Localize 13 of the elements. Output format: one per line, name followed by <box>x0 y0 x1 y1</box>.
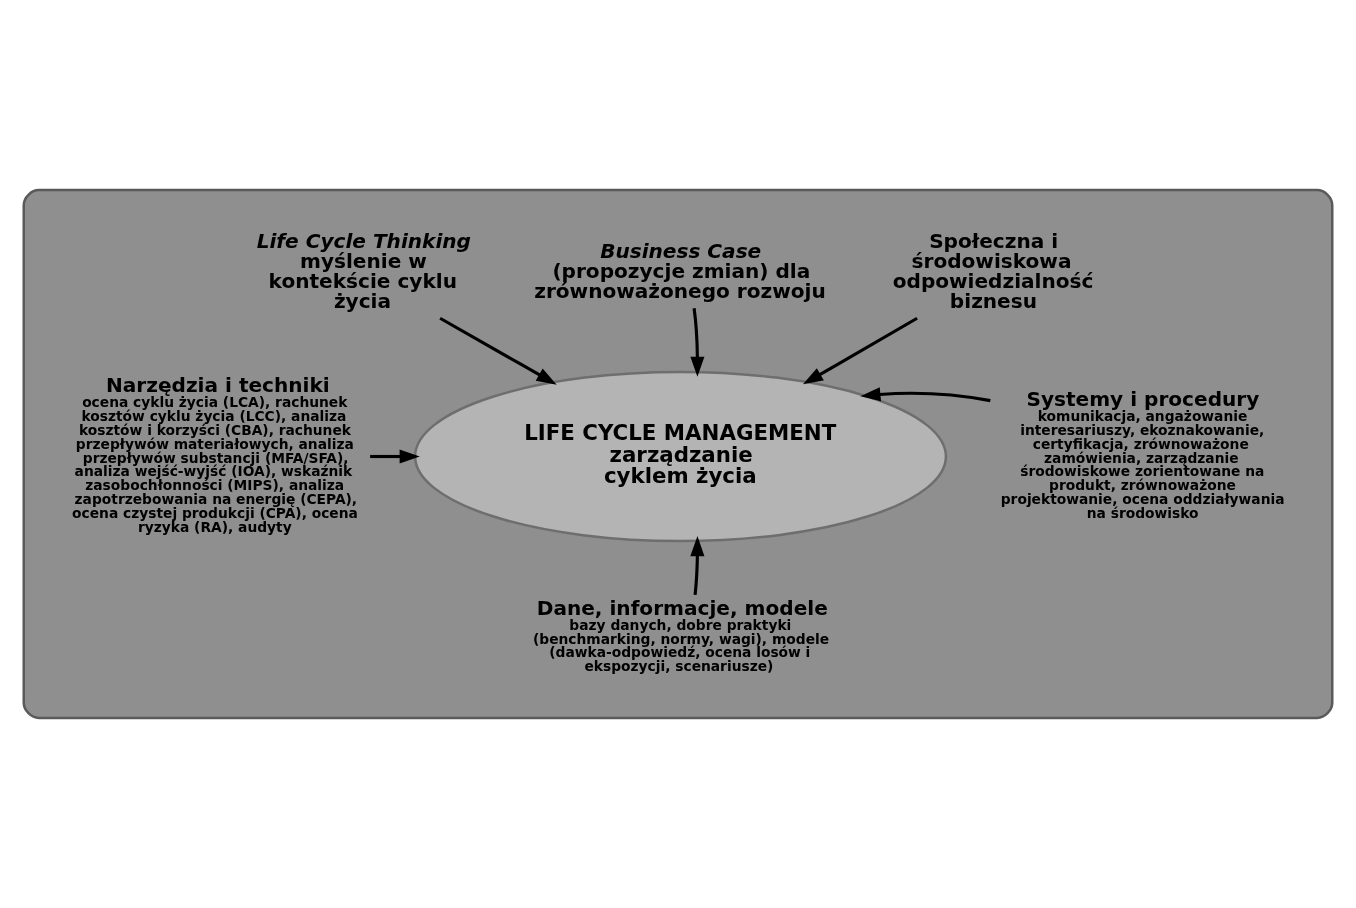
arrow <box>860 387 991 403</box>
arrow <box>439 316 557 385</box>
arrow <box>370 449 420 464</box>
arrow <box>690 308 705 377</box>
node-text: Life Cycle Thinking myślenie w kontekście cyklu życia <box>256 228 471 313</box>
cluster <box>22 188 1334 720</box>
node-text: Społeczna i środowiskowa odpowiedzialność biznesu <box>892 228 1094 313</box>
node-text: Narzędzia i techniki ocena cyklu życia (LCA), rachunek kosztów cyklu życia (LCC), analiza kosztów i korzyści (CBA), rachunek przepływów materiałowych, analiza przepływów substancji (MFA/SFA), analiza wejść-wyjść (IOA), wskaźnik zasobochłonności (MIPS), analiza zapotrzebowania na energię (CEPA), ocena czystej produkcji (CPA), ocena ryzyka (RA), audyty <box>72 373 358 535</box>
node-text: Dane, informacje, modele bazy danych, dobre praktyki (benchmarking, normy, wagi), modele (dawka-odpowiedź, ocena losów i ekspozycji, scenariusze) <box>532 595 830 675</box>
node-text: Business Case (propozycje zmian) dla zrównoważonego rozwoju <box>534 238 826 303</box>
arrow <box>690 536 705 595</box>
node-text: Systemy i procedury komunikacja, angażowanie interesariuszy, ekoznakowanie, certyfikacja, zrównoważone zamówienia, zarządzanie środowiskowe zorientowane na produkt, zrównoważone projektowanie, ocena oddziaływania na środowisko <box>1000 387 1285 521</box>
arrow <box>802 316 918 385</box>
